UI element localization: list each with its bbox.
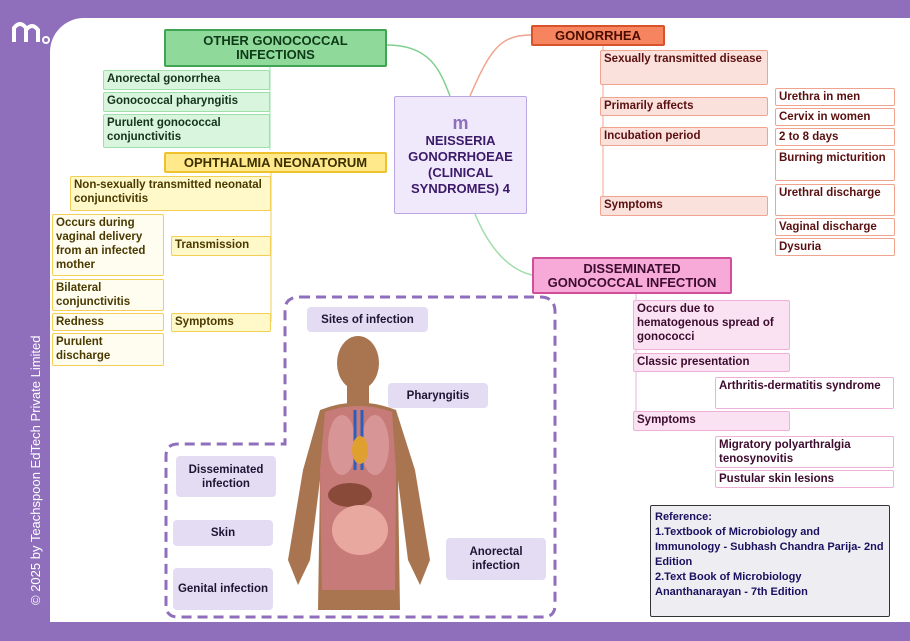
gonorrhea-symptom: Urethral discharge (775, 184, 895, 216)
other-gonococcal-infections-header: OTHER GONOCOCCAL INFECTIONS (164, 29, 387, 67)
dgi-header: DISSEMINATED GONOCOCCAL INFECTION (532, 257, 732, 294)
human-body-anatomy-illustration (288, 336, 430, 610)
central-topic-title: NEISSERIA GONORRHOEAE (CLINICAL SYNDROME… (408, 133, 513, 196)
ophthalmia-neonatorum-header: OPHTHALMIA NEONATORUM (164, 152, 387, 173)
dgi-item: Occurs due to hematogenous spread of gon… (633, 300, 790, 350)
ophthalmia-symptom: Bilateral conjunctivitis (52, 279, 164, 311)
ophthalmia-symptom: Redness (52, 313, 164, 331)
central-topic: m NEISSERIA GONORRHOEAE (CLINICAL SYNDRO… (394, 96, 527, 214)
incubation-value: 2 to 8 days (775, 128, 895, 146)
dgi-symptom: Migratory polyarthralgia tenosynovitis (715, 436, 894, 468)
ophthalmia-definition: Non-sexually transmitted neonatal conjun… (70, 176, 271, 211)
dgi-item: Classic presentation (633, 353, 790, 372)
logo-icon (12, 22, 50, 44)
gonorrhea-symptom: Dysuria (775, 238, 895, 256)
gonorrhea-item: Primarily affects (600, 97, 768, 116)
site-label: Anorectal infection (446, 538, 546, 580)
dgi-item: Symptoms (633, 411, 790, 431)
ophthalmia-symptoms-label: Symptoms (171, 313, 271, 332)
gonorrhea-item: Symptoms (600, 196, 768, 216)
transmission-detail: Occurs during vaginal delivery from an i… (52, 214, 164, 276)
site-label: Skin (173, 520, 273, 546)
affects-item: Urethra in men (775, 88, 895, 106)
reference-box: Reference: 1.Textbook of Microbiology an… (650, 505, 890, 617)
reference-heading: Reference: (655, 511, 712, 523)
reference-item: 2.Text Book of Microbiology Ananthanaray… (655, 571, 808, 598)
other-item: Purulent gonococcal conjunctivitis (103, 114, 270, 148)
dgi-symptom: Pustular skin lesions (715, 470, 894, 488)
ophthalmia-symptom: Purulent discharge (52, 333, 164, 366)
sites-dashed-border (164, 295, 557, 619)
reference-item: 1.Textbook of Microbiology and Immunolog… (655, 526, 884, 568)
gonorrhea-header: GONORRHEA (531, 25, 665, 46)
other-item: Gonococcal pharyngitis (103, 92, 270, 112)
gonorrhea-item: Incubation period (600, 127, 768, 146)
gonorrhea-symptom: Vaginal discharge (775, 218, 895, 236)
gonorrhea-item: Sexually transmitted disease (600, 50, 768, 85)
site-label: Disseminated infection (176, 456, 276, 497)
medistudygo-logo-icon: m (452, 113, 469, 133)
transmission-label: Transmission (171, 236, 271, 256)
other-item: Anorectal gonorrhea (103, 70, 270, 90)
site-label: Genital infection (173, 568, 273, 610)
affects-item: Cervix in women (775, 108, 895, 126)
classic-presentation-value: Arthritis-dermatitis syndrome (715, 377, 894, 409)
site-label: Pharyngitis (388, 383, 488, 408)
sites-of-infection-title: Sites of infection (307, 307, 428, 332)
gonorrhea-symptom: Burning micturition (775, 149, 895, 181)
